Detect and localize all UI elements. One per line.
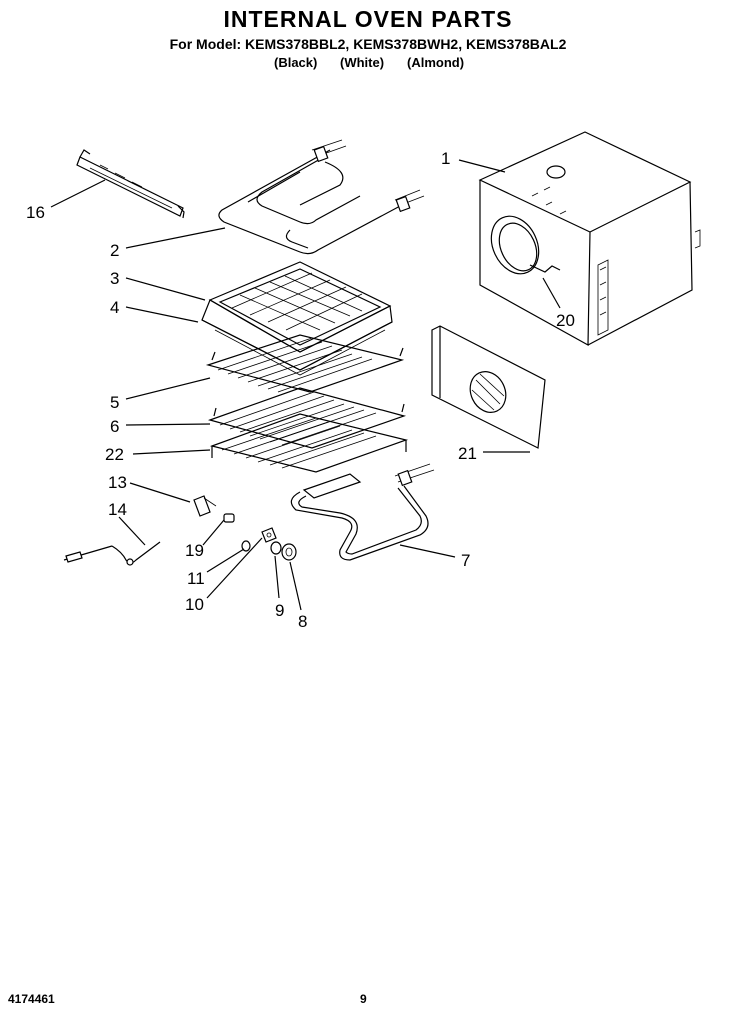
part-9-washer xyxy=(270,541,282,555)
part-13-clip xyxy=(193,495,217,517)
part-10-socket xyxy=(261,527,277,543)
callout-8: 8 xyxy=(298,612,307,631)
callout-4: 4 xyxy=(110,298,119,317)
part-2-broil-element xyxy=(218,139,425,255)
callout-3: 3 xyxy=(110,269,119,288)
color-black-label: (Black) xyxy=(274,55,318,70)
part-6-oven-rack xyxy=(208,387,407,449)
callout-7: 7 xyxy=(461,551,470,570)
part-8-nut xyxy=(281,543,297,561)
callout-2: 2 xyxy=(110,241,119,260)
part-22-rack-guide xyxy=(209,413,409,473)
page-number: 9 xyxy=(360,992,367,1006)
part-5-oven-rack xyxy=(205,334,405,393)
callout-6: 6 xyxy=(110,417,119,436)
part-1-oven-cavity xyxy=(478,131,701,347)
callout-20: 20 xyxy=(556,311,575,330)
color-white-label: (White) xyxy=(340,55,385,70)
part-21-fan-cover xyxy=(431,325,546,449)
leader-lines xyxy=(50,159,561,611)
callout-1: 1 xyxy=(441,149,450,168)
callout-13: 13 xyxy=(108,473,127,492)
callout-10: 10 xyxy=(185,595,204,614)
document-number: 4174461 xyxy=(8,992,55,1006)
part-19-plug xyxy=(223,513,235,523)
callout-14: 14 xyxy=(108,500,127,519)
callout-19: 19 xyxy=(185,541,204,560)
callout-16: 16 xyxy=(26,203,45,222)
callout-9: 9 xyxy=(275,601,284,620)
part-4-broiler-pan xyxy=(201,299,393,376)
callout-21: 21 xyxy=(458,444,477,463)
part-7-bake-element xyxy=(290,463,435,561)
part-16-bracket xyxy=(76,149,185,219)
callout-11: 11 xyxy=(187,569,205,588)
part-11-washer xyxy=(241,540,251,552)
model-numbers: For Model: KEMS378BBL2, KEMS378BWH2, KEM… xyxy=(169,36,567,52)
page-title: INTERNAL OVEN PARTS xyxy=(223,6,513,32)
part-14-temp-sensor xyxy=(63,541,161,566)
callout-5: 5 xyxy=(110,393,119,412)
callout-22: 22 xyxy=(105,445,124,464)
color-almond-label: (Almond) xyxy=(407,55,465,70)
